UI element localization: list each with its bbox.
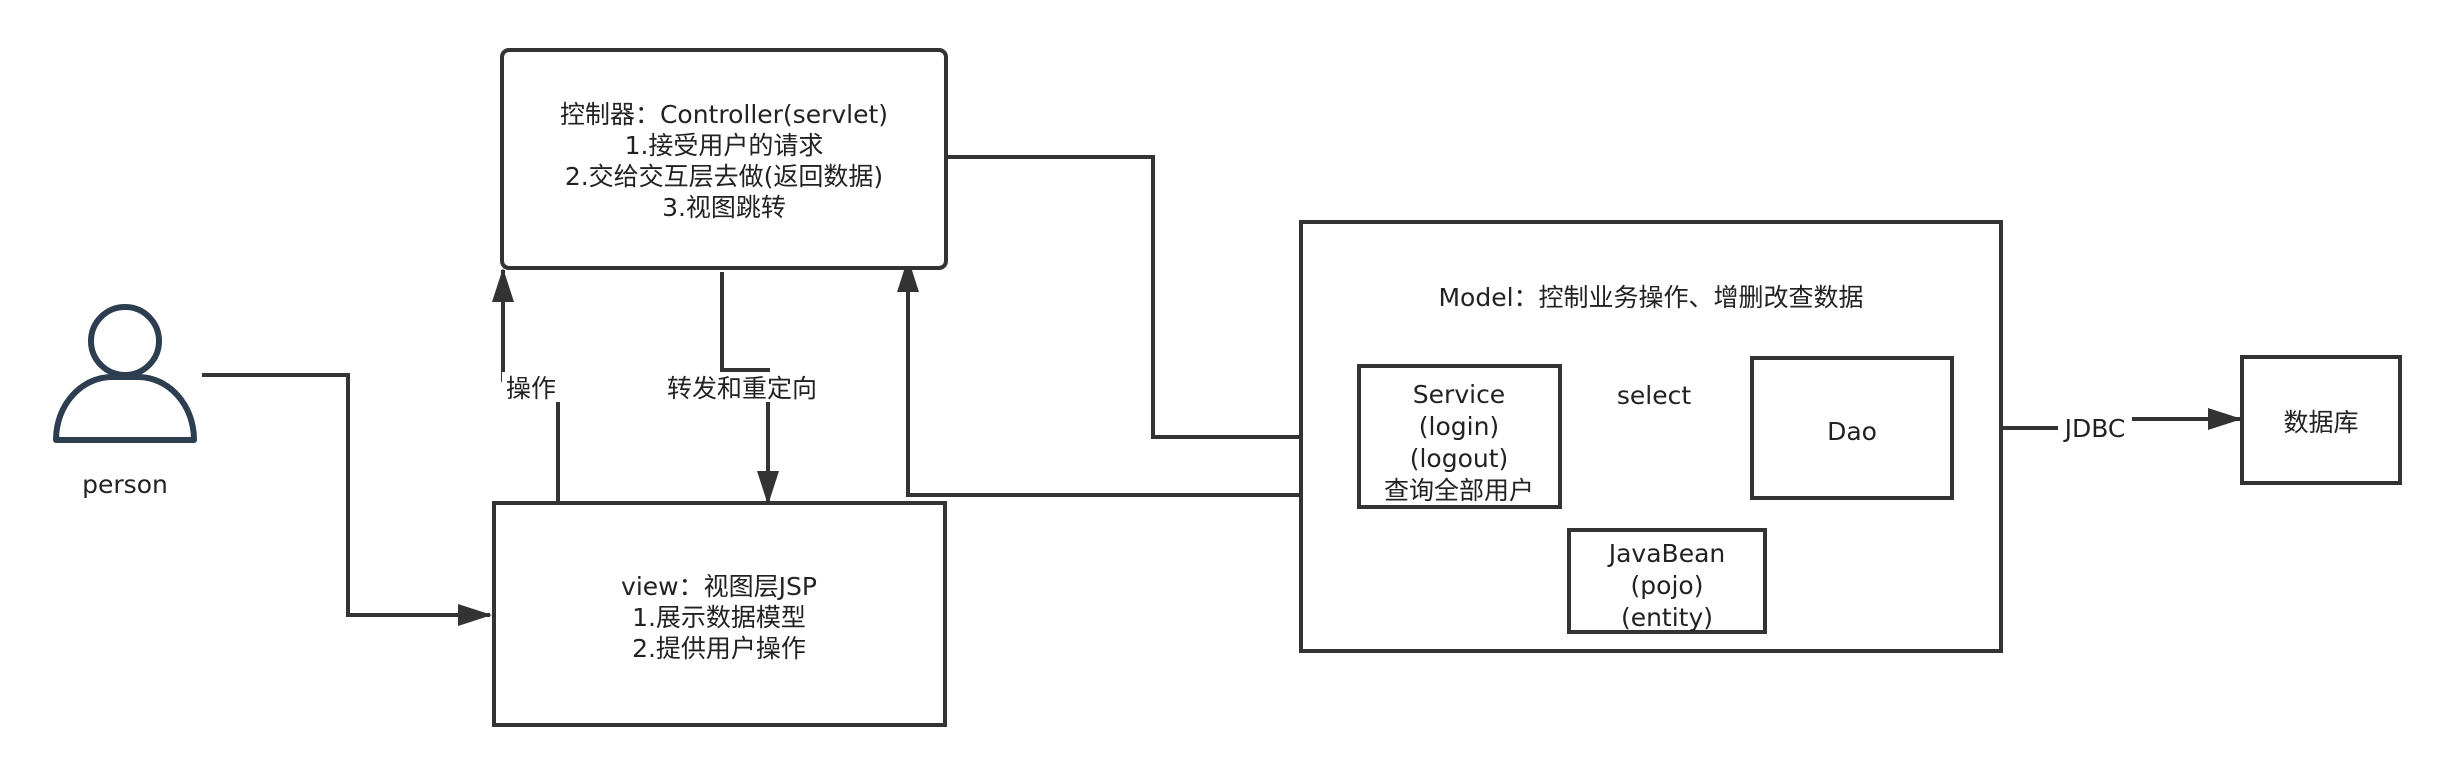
controller-line-4: 3.视图跳转 <box>662 193 786 222</box>
javabean-node[interactable]: JavaBean (pojo) (entity) <box>1567 528 1767 634</box>
view-line-1: view：视图层JSP <box>621 572 817 601</box>
database-label: 数据库 <box>2283 408 2358 437</box>
edge-label-operate: 操作 <box>506 374 556 403</box>
edge-person-to-view <box>202 373 492 626</box>
person-icon[interactable] <box>53 304 197 443</box>
dao-node[interactable]: Dao <box>1750 356 1954 500</box>
view-line-3: 2.提供用户操作 <box>632 634 806 663</box>
edge-controller-to-service <box>948 155 1359 448</box>
database-node[interactable]: 数据库 <box>2240 355 2402 485</box>
edge-label-view-to-controller: 操作 <box>502 372 560 403</box>
service-line-1: Service <box>1413 380 1505 409</box>
edge-label-service-to-dao: select <box>1616 380 1692 410</box>
javabean-line-2: (pojo) <box>1631 571 1704 600</box>
service-line-4: 查询全部用户 <box>1384 476 1534 505</box>
edge-service-to-controller <box>897 258 1359 497</box>
service-line-2: (login) <box>1419 412 1499 441</box>
javabean-line-3: (entity) <box>1621 603 1713 632</box>
dao-label: Dao <box>1827 417 1877 446</box>
view-node[interactable]: view：视图层JSP 1.展示数据模型 2.提供用户操作 <box>492 501 947 727</box>
view-line-2: 1.展示数据模型 <box>632 603 806 632</box>
service-node[interactable]: Service (login) (logout) 查询全部用户 <box>1357 364 1562 509</box>
controller-line-1: 控制器：Controller(servlet) <box>560 100 888 129</box>
service-line-3: (logout) <box>1410 444 1509 473</box>
controller-line-2: 1.接受用户的请求 <box>625 131 824 160</box>
edge-controller-to-view <box>720 272 779 505</box>
controller-line-3: 2.交给交互层去做(返回数据) <box>565 162 883 191</box>
edge-label-jdbc: JDBC <box>2063 414 2126 443</box>
person-label: person <box>82 470 168 499</box>
edge-label-dao-to-database: JDBC <box>2058 412 2132 443</box>
edge-label-forward-redirect: 转发和重定向 <box>667 374 817 403</box>
model-title: Model：控制业务操作、增删改查数据 <box>1438 283 1863 312</box>
edge-label-controller-to-view: 转发和重定向 <box>664 372 820 403</box>
edge-label-select: select <box>1617 381 1691 410</box>
controller-node[interactable]: 控制器：Controller(servlet) 1.接受用户的请求 2.交给交互… <box>500 48 948 270</box>
javabean-line-1: JavaBean <box>1607 539 1726 568</box>
